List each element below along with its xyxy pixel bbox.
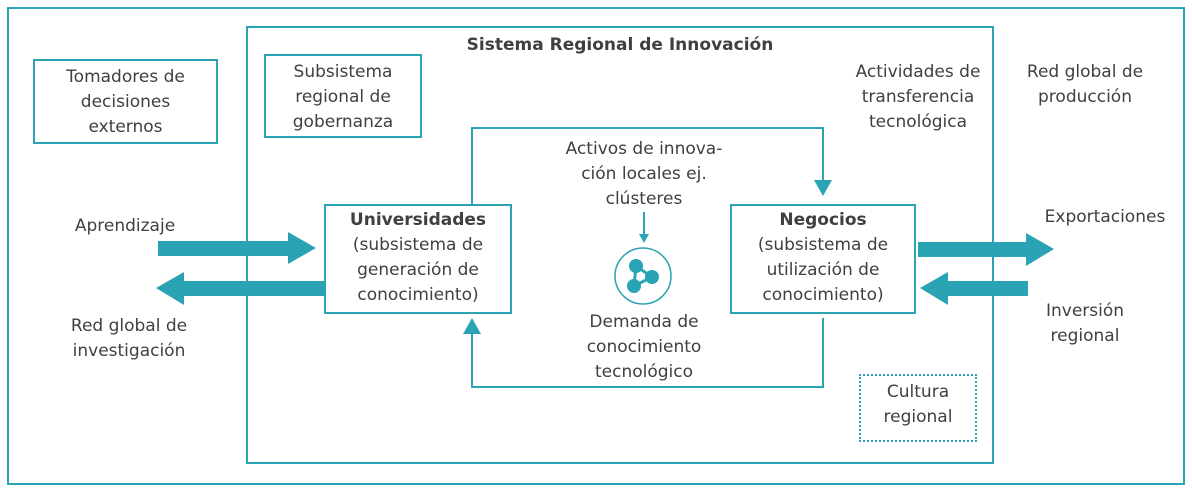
connector-bottom-arrowhead: [463, 318, 481, 334]
local-innovation-assets-label: Activos de innova- ción locales ej. clús…: [540, 137, 748, 212]
decision-makers-line-2: decisiones: [80, 92, 171, 112]
universities-line-3: conocimiento): [357, 285, 479, 305]
regional-investment-line-1: Inversión: [1045, 301, 1125, 321]
regional-culture-line-2: regional: [883, 407, 953, 427]
connector-top-arrowhead: [814, 180, 832, 196]
learning-label: Aprendizaje: [74, 216, 176, 236]
governance-line-3: gobernanza: [292, 112, 394, 132]
external-decision-makers-box: Tomadores de decisiones externos: [33, 59, 218, 144]
network-nodes-icon: [613, 246, 673, 306]
governance-line-1: Subsistema: [293, 62, 393, 82]
tech-transfer-line-2: transferencia: [861, 87, 975, 107]
business-line-2: utilización de: [766, 260, 880, 280]
business-box: Negocios (subsistema de utilización de c…: [730, 204, 916, 314]
research-network-line-2: investigación: [72, 341, 186, 361]
connector-bottom: [471, 318, 824, 388]
global-production-label: Red global de producción: [1010, 60, 1160, 110]
decision-makers-line-3: externos: [88, 117, 163, 137]
assets-arrowhead: [639, 234, 649, 243]
tech-demand-line-2: conocimiento: [586, 337, 702, 357]
universities-line-1: (subsistema de: [352, 235, 484, 255]
learning-arrow: [158, 232, 316, 264]
research-arrow: [156, 272, 324, 305]
system-title: Sistema Regional de Innovación: [466, 35, 774, 55]
business-title: Negocios: [779, 210, 867, 230]
global-research-network-label: Red global de investigación: [44, 314, 214, 364]
universities-box: Universidades (subsistema de generación …: [324, 204, 512, 314]
governance-subsystem-box: Subsistema regional de gobernanza: [264, 54, 422, 138]
tech-transfer-line-1: Actividades de: [855, 62, 981, 82]
exports-arrow: [918, 233, 1054, 266]
regional-investment-line-2: regional: [1050, 326, 1120, 346]
regional-culture-box: Cultura regional: [859, 374, 977, 442]
universities-title: Universidades: [349, 210, 487, 230]
business-line-1: (subsistema de: [757, 235, 889, 255]
investment-arrow: [920, 272, 1028, 305]
connector-top: [471, 127, 824, 205]
regional-culture-line-1: Cultura: [886, 382, 950, 402]
tech-transfer-line-3: tecnológica: [868, 112, 968, 132]
research-network-line-1: Red global de: [70, 316, 188, 336]
local-assets-line-3: clústeres: [605, 189, 683, 209]
exports-label: Exportaciones: [1044, 207, 1166, 227]
tech-knowledge-demand-label: Demanda de conocimiento tecnológico: [560, 310, 728, 385]
decision-makers-line-1: Tomadores de: [66, 67, 185, 87]
governance-line-2: regional de: [295, 87, 391, 107]
local-assets-line-2: ción locales ej.: [581, 164, 707, 184]
business-line-3: conocimiento): [762, 285, 884, 305]
universities-line-2: generación de: [357, 260, 479, 280]
global-production-line-2: producción: [1038, 87, 1132, 107]
tech-demand-line-1: Demanda de: [589, 312, 699, 332]
local-assets-line-1: Activos de innova-: [565, 139, 723, 159]
tech-transfer-label: Actividades de transferencia tecnológica: [834, 60, 1002, 135]
global-production-line-1: Red global de: [1026, 62, 1144, 82]
regional-investment-label: Inversión regional: [1030, 299, 1140, 349]
tech-demand-line-3: tecnológico: [594, 362, 694, 382]
